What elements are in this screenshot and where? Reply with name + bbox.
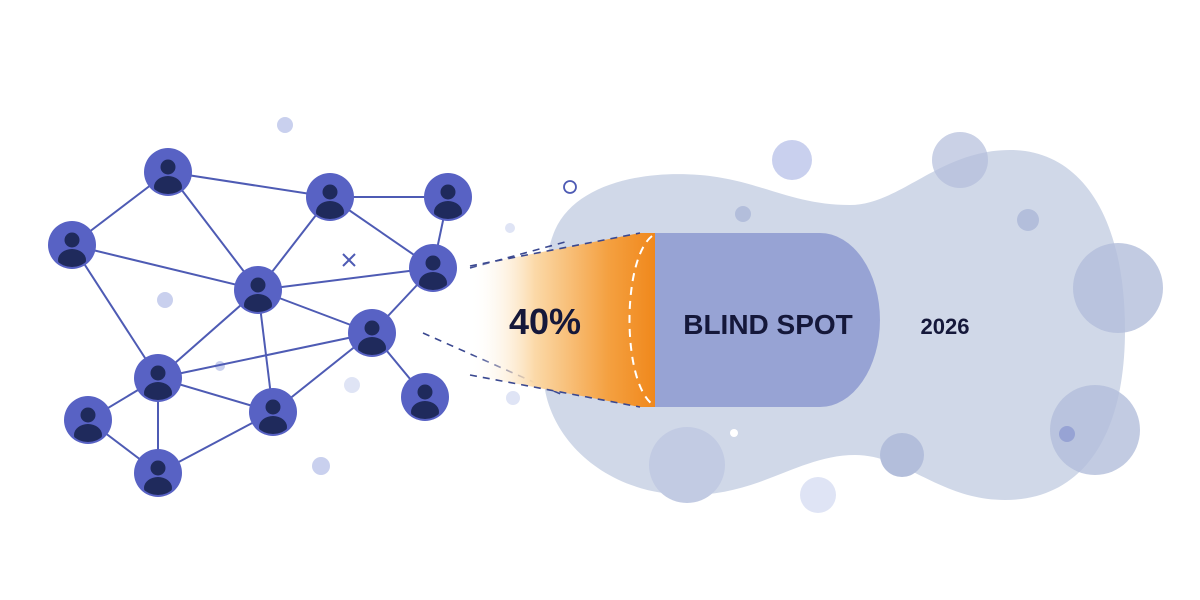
- cloud-spot: [1059, 426, 1075, 442]
- percent-cone: [469, 232, 655, 408]
- edge: [167, 171, 259, 291]
- close-icon: [342, 253, 356, 267]
- person-icon: [134, 354, 182, 402]
- person-icon: [424, 173, 472, 221]
- person-icon: [409, 244, 457, 292]
- cloud-spot: [932, 132, 988, 188]
- cloud-spot: [735, 206, 751, 222]
- person-icon: [348, 309, 396, 357]
- decor-dot: [772, 140, 812, 180]
- blind-spot-label: BLIND SPOT: [683, 309, 853, 340]
- cloud-spot: [880, 433, 924, 477]
- edge: [167, 171, 331, 198]
- decor-dot: [157, 292, 173, 308]
- network-nodes: [48, 148, 472, 497]
- person-icon: [249, 388, 297, 436]
- blind-spot-bar: [640, 233, 880, 407]
- person-icon: [144, 148, 192, 196]
- edge: [71, 244, 159, 379]
- person-icon: [48, 221, 96, 269]
- cone-edge-bottom: [469, 374, 641, 408]
- edge: [257, 267, 434, 291]
- bar-body: [640, 233, 880, 407]
- person-icon: [234, 266, 282, 314]
- year-label: 2026: [921, 314, 970, 339]
- edge: [157, 332, 373, 379]
- edge: [71, 244, 259, 291]
- decor-dot: [312, 457, 330, 475]
- cone-shape: [470, 233, 655, 407]
- background-dots: [157, 117, 914, 513]
- cone-edge-top: [469, 232, 641, 267]
- cloud-spot: [649, 427, 725, 503]
- decor-dot: [344, 377, 360, 393]
- cloud-spot: [1017, 209, 1039, 231]
- cone-dashed-arc: [628, 235, 653, 405]
- person-icon: [306, 173, 354, 221]
- person-icon: [64, 396, 112, 444]
- person-icon: [401, 373, 449, 421]
- percent-label: 40%: [509, 301, 581, 342]
- decor-dot: [277, 117, 293, 133]
- decor-ring: [563, 180, 577, 194]
- decor-dot: [800, 477, 836, 513]
- person-icon: [134, 449, 182, 497]
- decor-dot: [506, 391, 520, 405]
- decor-dot: [505, 223, 515, 233]
- cloud-spot: [1050, 385, 1140, 475]
- cloud-spot: [1073, 243, 1163, 333]
- cloud-spot: [730, 429, 738, 437]
